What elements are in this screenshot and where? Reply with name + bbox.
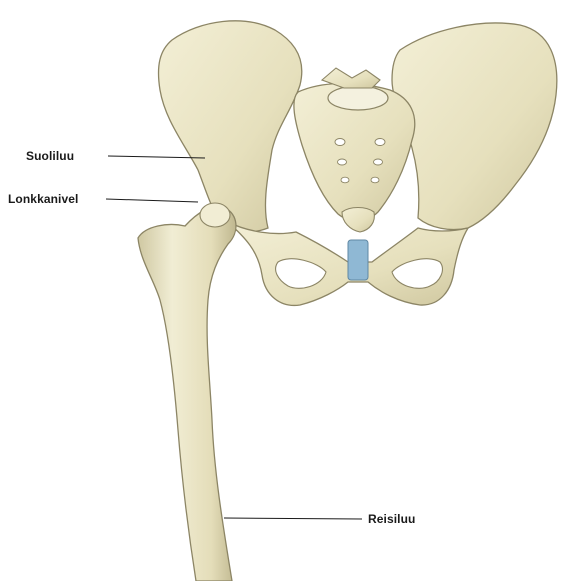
femur <box>138 206 236 581</box>
coccyx <box>342 208 374 233</box>
vertebral-disc <box>328 86 388 110</box>
label-femur: Reisiluu <box>368 512 415 526</box>
right-ilium <box>392 23 557 230</box>
pubic-symphysis <box>348 240 368 280</box>
leader-line-hip-joint <box>106 199 198 202</box>
leader-line-femur <box>224 518 362 519</box>
femoral-head <box>200 203 230 227</box>
label-ilium: Suoliluu <box>26 149 74 163</box>
label-hip-joint: Lonkkanivel <box>8 192 78 206</box>
left-ilium <box>159 21 302 232</box>
